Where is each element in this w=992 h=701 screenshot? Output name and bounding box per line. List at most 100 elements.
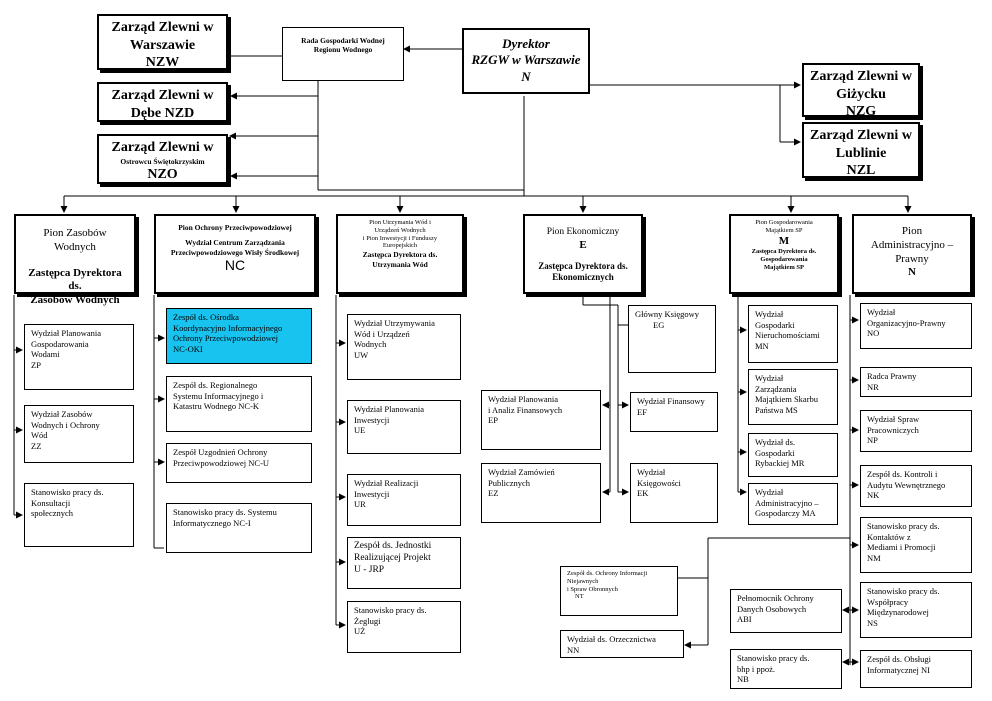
director-box: Dyrektor RZGW w Warszawie N [462,28,590,94]
board-nzo: Zarząd Zlewni w Ostrowcu Świętokrzyskim … [97,134,228,184]
unit-mn-line3: Nieruchomościami [755,330,820,341]
director-line1: Dyrektor [502,36,550,51]
unit-ez-line1: Wydział Zamówień [488,467,555,477]
unit-ur-line1: Wydział Realizacji [354,478,419,488]
division-utrzymanie-deputy-1: Zastępca Dyrektora ds. [362,250,438,260]
division-ekonomiczny: Pion Ekonomiczny E Zastępca Dyrektora ds… [523,214,643,294]
board-nzw-line2: Warszawie [129,37,196,53]
unit-uw-code: UW [354,349,369,360]
unit-zp-line3: Wodami [31,349,60,360]
division-administracja-code: N [908,266,916,279]
unit-ns-line1: Stanowisko pracy ds. [867,586,940,596]
unit-zz-line1: Wydział Zasobów [31,409,93,419]
unit-no-line2: Organizacyjno-Prawny [867,317,946,328]
division-gospodarowanie-line2: Majątkiem SP [765,226,803,234]
unit-zz: Wydział Zasobów Wodnych i Ochrony Wód ZZ [24,405,134,463]
unit-ns-line3: Międzynarodowej [867,607,929,618]
unit-nt-line2: Niejawnych [567,577,599,585]
unit-ms: Wydział Zarządzania Majątkiem Skarbu Pań… [748,369,838,425]
unit-mr-line2: Gospodarki [755,447,795,458]
division-utrzymanie-line2: Urządzeń Wodnych [374,226,426,234]
unit-nt: Zespół ds. Ochrony Informacji Niejawnych… [560,566,678,616]
board-nzd: Zarząd Zlewni w Dębe NZD [97,82,228,122]
division-zasoby-deputy-2: Zasobów Wodnych [30,294,120,306]
division-gospodarowanie-deputy-3: Majątkiem SP [764,263,804,271]
unit-mn: Wydział Gospodarki Nieruchomościami MN [748,305,838,363]
unit-uw-line3: Wodnych [354,339,387,350]
unit-mr-line3: Rybackiej MR [755,458,805,469]
division-administracja-line3: Prawny [895,252,929,265]
unit-no-code: NO [867,328,880,339]
unit-nt-line1: Zespół ds. Ochrony Informacji [567,570,648,577]
unit-nt-code: NT [575,593,584,601]
board-nzg-line2: Giżycku [836,86,886,102]
division-ekonomiczny-title: Pion Ekonomiczny [546,227,620,237]
division-administracja: Pion Administracyjno – Prawny N [852,214,972,294]
unit-ue: Wydział Planowania Inwestycji UE [347,400,461,454]
unit-nc-oki-line3: Ochrony Przeciwpowodziowej [173,333,279,344]
unit-mn-line1: Wydział [755,309,784,319]
unit-ma: Wydział Administracyjno – Gospodarczy MA [748,483,838,525]
unit-abi-line1: Pełnomocnik Ochrony [737,593,814,603]
unit-eg-line1: Główny Księgowy [635,309,699,319]
unit-ue-line1: Wydział Planowania [354,404,425,414]
unit-ep-code: EP [488,415,498,426]
unit-nc-k: Zespół ds. Regionalnego Systemu Informac… [166,376,312,432]
unit-zp-code: ZP [31,359,41,370]
unit-ef: Wydział Finansowy EF [630,392,718,432]
unit-ep-line2: i Analiz Finansowych [488,404,563,415]
unit-ur: Wydział Realizacji Inwestycji UR [347,474,461,526]
unit-nb-line1: Stanowisko pracy ds. [737,653,810,663]
division-ochrona-title: Pion Ochrony Przeciwpowodziowej [178,223,292,232]
unit-uw-line1: Wydział Utrzymywania [354,318,435,328]
unit-nt-line3: i Spraw Obronnych [567,585,618,593]
unit-eg: Główny Księgowy EG [628,305,716,373]
board-nzl-code: NZL [846,163,876,178]
board-nzd-line2: Dębe NZD [130,105,195,121]
unit-nc-oki: Zespół ds. Ośrodka Koordynacyjno Informa… [166,308,312,364]
board-nzo-line2: Ostrowcu Świętokrzyskim [120,156,205,166]
unit-ma-line1: Wydział [755,487,784,497]
unit-nk-code: NK [867,490,880,501]
unit-nb-line2: bhp i ppoż. [737,663,776,674]
unit-jrp-line2: Realizującej Projekt [354,552,431,563]
unit-nm-line2: Kontaktów z [867,531,911,542]
unit-zz-line3: Wód [31,430,48,441]
unit-ni-line2: Informatycznej NI [867,664,931,675]
unit-ms-code: Państwa MS [755,404,798,415]
unit-nc-k-line1: Zespół ds. Regionalnego [173,380,258,390]
unit-jrp-code: U - JRP [354,564,385,575]
unit-ek-line2: Księgowości [637,477,681,488]
unit-np: Wydział Spraw Pracowniczych NP [860,410,972,452]
unit-jrp-line1: Zespół ds. Jednostki [354,541,432,551]
director-line2: RZGW w Warszawie [471,52,581,68]
unit-nc-i-line2: Informatycznego NC-I [173,517,251,528]
board-nzd-line1: Zarząd Zlewni w [111,88,214,103]
division-administracja-line1: Pion [901,225,923,237]
unit-uz: Stanowisko pracy ds. Żeglugi UŻ [347,601,461,653]
unit-zp-line2: Gospodarowania [31,338,89,349]
unit-ek-code: EK [637,488,649,499]
council-box: Rada Gospodarki Wodnej Regionu Wodnego [282,27,404,81]
board-nzo-code: NZO [147,166,178,182]
board-nzl-line1: Zarząd Zlewni w [810,128,912,143]
unit-konsultacje-line3: społecznych [31,508,74,519]
unit-nb: Stanowisko pracy ds. bhp i ppoż. NB [730,649,842,689]
unit-ef-line1: Wydział Finansowy [637,396,705,406]
unit-abi-line2: Danych Osobowych [737,603,807,614]
board-nzw-line1: Zarząd Zlewni w [111,20,214,35]
unit-ue-line2: Inwestycji [354,414,390,425]
unit-nc-i-line1: Stanowisko pracy ds. Systemu [173,507,277,517]
unit-nn: Wydział ds. Orzecznictwa NN [560,630,684,658]
unit-jrp: Zespół ds. Jednostki Realizującej Projek… [347,537,461,589]
unit-nk-line2: Audytu Wewnętrznego [867,479,946,490]
unit-ez: Wydział Zamówień Publicznych EZ [481,463,601,523]
division-utrzymanie-line3: i Pion Inwestycji i Funduszy [362,234,438,242]
board-nzl: Zarząd Zlewni w Lublinie NZL [802,122,920,178]
unit-ef-code: EF [637,406,647,417]
unit-ep: Wydział Planowania i Analiz Finansowych … [481,390,601,450]
division-administracja-line2: Administracyjno – [870,238,954,251]
board-nzl-line2: Lublinie [835,145,887,161]
division-utrzymanie-line4: Europejskich [382,242,418,250]
unit-nc-oki-code: NC-OKI [173,343,203,354]
